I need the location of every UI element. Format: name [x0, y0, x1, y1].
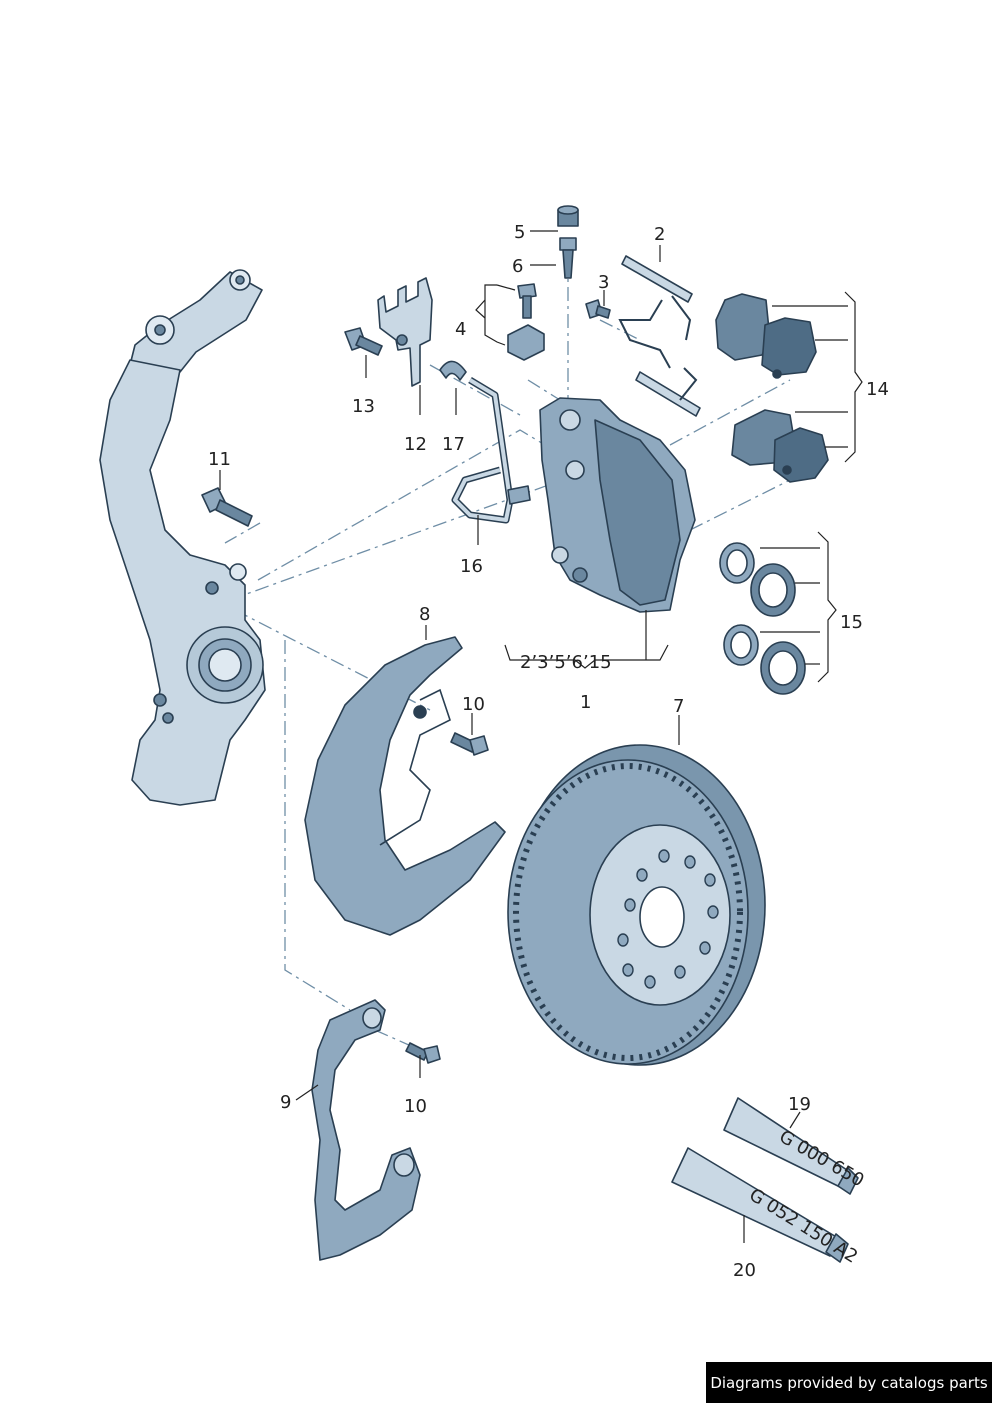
brake-pads-14: [715, 293, 829, 483]
steering-knuckle: [99, 269, 266, 806]
credit-footer: Diagrams provided by catalogs parts: [706, 1362, 992, 1403]
callout-7: 7: [673, 696, 684, 717]
callout-20: 20: [733, 1260, 756, 1281]
tube-20-marking: G 052 150 A2: [745, 1184, 861, 1267]
credit-text: Diagrams provided by catalogs parts: [710, 1373, 988, 1392]
callout-19: 19: [788, 1094, 811, 1115]
callout-1: 1: [580, 692, 591, 713]
bleeder-valve-6: [559, 237, 577, 279]
kit-contents-label: 2’3’5’6’15: [520, 652, 612, 673]
callout-14: 14: [866, 379, 889, 400]
callout-10-lower: 10: [404, 1096, 427, 1117]
callout-10-upper: 10: [462, 694, 485, 715]
callout-4: 4: [455, 319, 466, 340]
cap-4: [507, 324, 545, 361]
callout-16: 16: [460, 556, 483, 577]
brake-disc-7: [507, 744, 766, 1066]
bracket-12: [377, 277, 433, 387]
bolt-10-upper: [450, 732, 489, 756]
bleeder-cap-5: [557, 205, 579, 227]
seals-15: [719, 542, 806, 695]
callout-17: 17: [442, 434, 465, 455]
anti-rattle-spring-2: [618, 255, 701, 417]
splash-guard-8: [304, 636, 506, 936]
screw-4: [517, 283, 537, 319]
callout-labels: 5 6 2 3 4 13 12 17 14 11 16 8 15 2’3’5’6…: [208, 222, 889, 1281]
callout-5: 5: [514, 222, 525, 243]
bolt-13: [344, 327, 383, 356]
callout-12: 12: [404, 434, 427, 455]
callout-11: 11: [208, 449, 231, 470]
callout-2: 2: [654, 224, 665, 245]
cover-plate-9: [311, 999, 421, 1261]
callout-8: 8: [419, 604, 430, 625]
callout-13: 13: [352, 396, 375, 417]
clip-17: [439, 360, 467, 381]
callout-3: 3: [598, 272, 609, 293]
brake-hose-16: [451, 376, 531, 524]
callout-9: 9: [280, 1092, 291, 1113]
disc-bolt-holes: [617, 849, 719, 989]
bolt-10-lower: [405, 1042, 441, 1064]
leader-lines: [219, 230, 863, 1243]
brake-caliper-1: [539, 397, 696, 613]
bolt-3: [585, 299, 611, 319]
bolt-11: [201, 487, 253, 527]
callout-6: 6: [512, 256, 523, 277]
callout-15: 15: [840, 612, 863, 633]
